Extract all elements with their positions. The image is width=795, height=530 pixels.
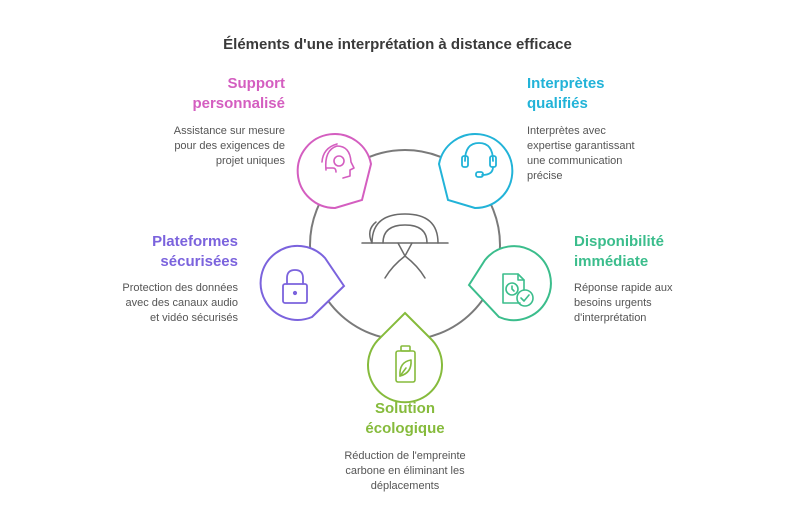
heading-availability: Disponibilité immédiate <box>574 232 724 272</box>
headset-icon <box>461 142 497 178</box>
padlock-icon <box>282 269 308 304</box>
pin-support <box>296 133 373 210</box>
heading-interpreters: Interprètes qualifiés <box>527 74 677 114</box>
heading-interpreters-line1: Interprètes <box>527 75 605 92</box>
desc-eco-line: carbone en éliminant les <box>345 465 465 477</box>
pin-eco <box>367 311 443 404</box>
desc-interpreters-line: précise <box>527 170 563 182</box>
desc-interpreters-line: expertise garantissant <box>527 140 635 152</box>
desc-platforms: Protection des données avec des canaux a… <box>78 281 238 326</box>
desc-support: Assistance sur mesure pour des exigences… <box>125 124 285 169</box>
desc-interpreters: Interprètes avec expertise garantissant … <box>527 124 687 184</box>
document-clock-check-icon <box>502 273 534 307</box>
desc-platforms-line: avec des canaux audio <box>125 297 238 309</box>
heading-support-line1: Support <box>227 75 286 92</box>
desc-eco-line: déplacements <box>370 480 440 492</box>
support-agent-icon <box>321 143 355 179</box>
desc-platforms-line: et vidéo sécurisés <box>149 312 238 324</box>
heading-support-line2: personnalisé <box>192 95 285 112</box>
heading-platforms: Plateformes sécurisées <box>95 232 238 272</box>
heading-eco-line2: écologique <box>365 420 445 437</box>
pin-interpreters <box>437 133 514 210</box>
heading-platforms-line2: sécurisées <box>160 253 238 270</box>
heading-eco-line1: Solution <box>375 400 435 417</box>
desc-eco: Réduction de l'empreinte carbone en élim… <box>315 449 495 494</box>
desc-support-line: pour des exigences de <box>174 140 285 152</box>
desc-interpreters-line: Interprètes avec <box>527 125 606 137</box>
desc-platforms-line: Protection des données <box>122 282 238 294</box>
diagram-title: Éléments d'une interprétation à distance… <box>223 36 572 53</box>
desc-eco-line: Réduction de l'empreinte <box>344 450 466 462</box>
eco-battery-icon <box>395 345 416 383</box>
webcam-monitor-icon <box>361 213 449 279</box>
desc-availability-line: d'interprétation <box>574 312 647 324</box>
heading-availability-line2: immédiate <box>574 253 649 270</box>
desc-availability-line: besoins urgents <box>574 297 652 309</box>
heading-interpreters-line2: qualifiés <box>527 95 588 112</box>
desc-availability: Réponse rapide aux besoins urgents d'int… <box>574 281 734 326</box>
desc-support-line: Assistance sur mesure <box>173 125 285 137</box>
desc-support-line: projet uniques <box>215 155 285 167</box>
heading-platforms-line1: Plateformes <box>152 233 238 250</box>
desc-interpreters-line: une communication <box>527 155 623 167</box>
desc-availability-line: Réponse rapide aux <box>574 282 673 294</box>
heading-support: Support personnalisé <box>150 74 285 114</box>
heading-eco: Solution écologique <box>330 399 480 439</box>
heading-availability-line1: Disponibilité <box>574 233 664 250</box>
